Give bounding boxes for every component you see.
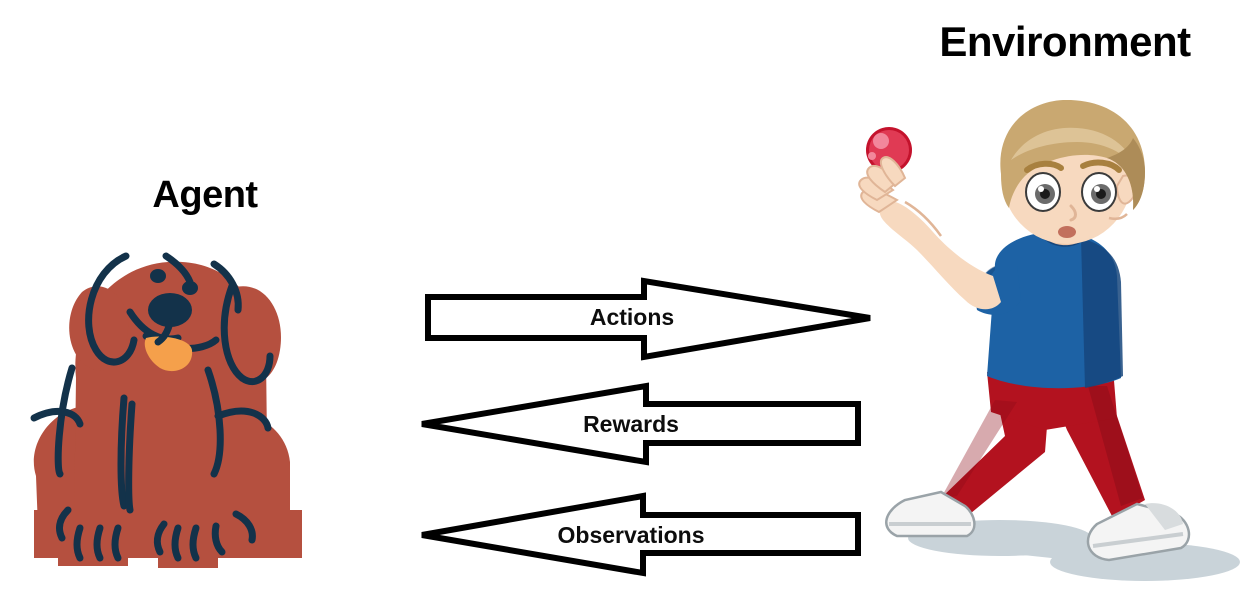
arrow-observations bbox=[414, 490, 874, 590]
shoe-right bbox=[1086, 502, 1191, 562]
shoe-left bbox=[885, 490, 976, 538]
raised-arm bbox=[879, 201, 1001, 310]
dog-outline-strokes bbox=[30, 252, 274, 562]
environment-boy-illustration bbox=[845, 100, 1245, 595]
dog-eye-right bbox=[182, 281, 198, 295]
page-title-agent: Agent bbox=[152, 174, 258, 216]
agent-dog-illustration bbox=[18, 228, 318, 576]
eye-left bbox=[1025, 172, 1061, 212]
eye-right bbox=[1081, 172, 1117, 212]
arrow-actions bbox=[420, 272, 880, 372]
hand bbox=[858, 156, 907, 214]
arrow-label-rewards: Rewards bbox=[583, 411, 679, 437]
arrow-label-observations: Observations bbox=[557, 522, 705, 548]
hair bbox=[1000, 100, 1145, 210]
dog-eye-left bbox=[150, 269, 166, 283]
ball bbox=[866, 127, 912, 173]
head bbox=[1000, 100, 1145, 244]
page-title-environment: Environment bbox=[939, 18, 1191, 65]
arrow-label-actions: Actions bbox=[589, 304, 675, 330]
dog-nose bbox=[148, 293, 192, 327]
arrow-rewards bbox=[414, 380, 874, 480]
